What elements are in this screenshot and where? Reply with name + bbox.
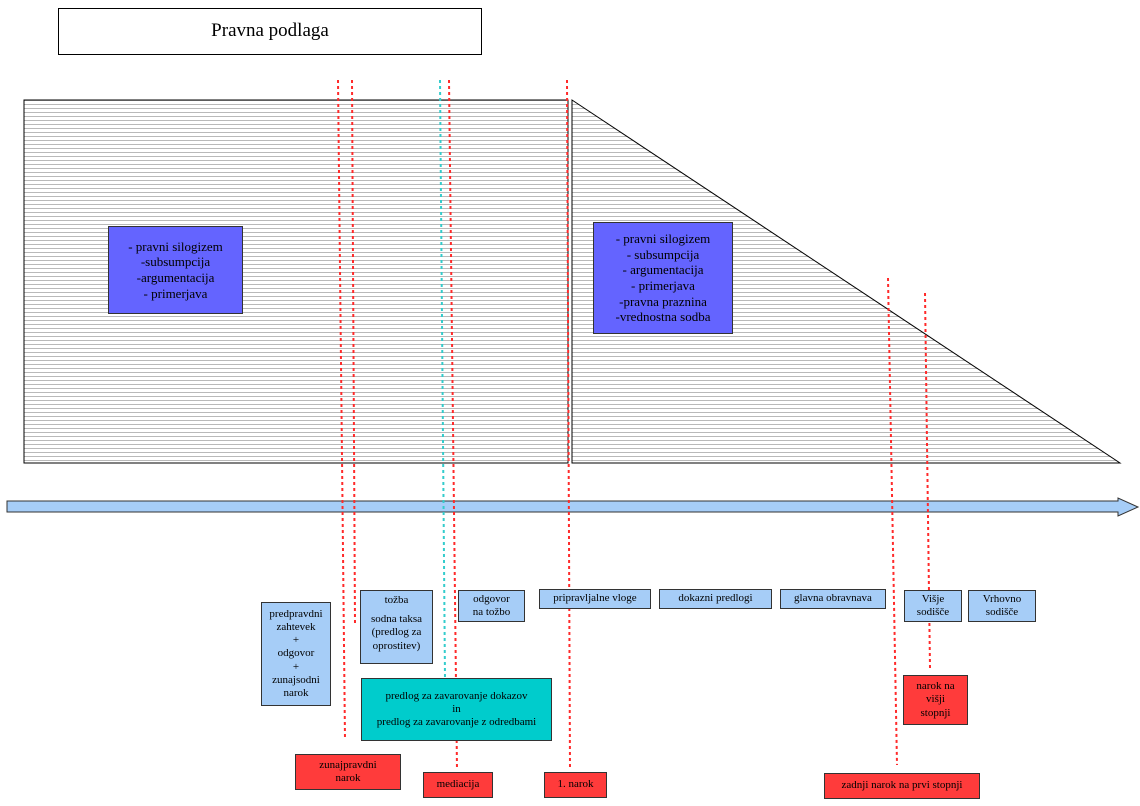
stage-line: predpravdni [269,607,323,620]
stage-line: na tožbo [472,606,511,618]
marker-line-zunajpravdni [337,79,346,741]
stage-line: Vrhovno [982,592,1022,605]
hearing-prvi-narok-box: 1. narok [544,772,607,798]
hearing-line: narok na [916,680,955,693]
stage-line: sodna taksa [370,613,422,626]
stage-line: sodišče [985,606,1019,618]
marker-line-tozba [351,79,356,626]
method-line: -pravna praznina [619,293,707,309]
interim-measures-box: predlog za zavarovanje dokazov in predlo… [361,678,552,741]
stage-vrhovno-box: Vrhovno sodišče [968,590,1036,622]
stage-line: tožba [384,594,409,606]
stage-odgovor-box: odgovor na tožbo [458,590,525,622]
hearing-visji-box: narok na višji stopnji [903,675,968,725]
stage-line: oprostitev) [372,639,421,652]
hearing-line: 1. narok [557,778,594,791]
method-line: - pravni silogizem [128,238,223,254]
legal-basis-rectangle [23,99,569,464]
stage-visje-box: Višje sodišče [904,590,962,622]
method-line: - primerjava [143,285,208,301]
stage-predpravdni-box: predpravdni zahtevek + odgovor + zunajso… [261,602,331,706]
hearing-zadnji-box: zadnji narok na prvi stopnji [824,773,980,799]
title-text: Pravna podlaga [211,20,329,42]
method-line: -argumentacija [136,270,215,285]
legal-basis-triangle [571,99,1122,464]
hearing-line: mediacija [436,778,480,791]
stage-line: odgovor [473,592,510,605]
hearing-line: stopnji [920,706,951,719]
method-line: -subsumpcija [140,254,211,270]
marker-line-prvi-narok [566,79,571,771]
method-line: - primerjava [631,278,695,293]
hearing-line: višji [926,693,945,706]
stage-line: dokazni predlogi [678,592,753,605]
stage-line: + [292,634,300,647]
stage-line: zahtevek [276,621,316,634]
title-box: Pravna podlaga [58,8,482,55]
stage-line: narok [283,686,309,699]
timeline-arrow [6,497,1140,517]
interim-line: predlog za zavarovanje z odredbami [376,716,537,729]
stage-pripravljalne-box: pripravljalne vloge [539,589,651,609]
stage-line: + [292,660,300,673]
method-line: - argumentacija [622,262,704,278]
method-line: - subsumpcija [626,246,700,262]
stage-line: Višje [921,592,945,605]
interim-line: in [452,702,461,715]
method-line: -vrednostna sodba [615,309,711,325]
hearing-line: zunajpravdni [319,758,377,771]
left-method-box: - pravni silogizem -subsumpcija -argumen… [108,226,243,314]
stage-tozba-box: tožba sodna taksa (predlog za oprostitev… [360,590,433,664]
stage-line: (predlog za [371,626,422,639]
right-method-box: - pravni silogizem - subsumpcija - argum… [593,222,733,334]
marker-line-interim [439,79,446,681]
hearing-zunajpravdni-box: zunajpravdni narok [295,754,401,790]
stage-line: sodišče [916,606,950,618]
marker-line-mediacija [448,79,458,771]
stage-line: zunajsodni [272,673,320,686]
stage-line: odgovor [277,647,315,660]
hearing-line: narok [335,772,361,784]
stage-dokazni-box: dokazni predlogi [659,589,772,609]
stage-line: glavna obravnava [794,592,872,605]
method-line: - pravni silogizem [615,231,711,247]
stage-line: pripravljalne vloge [553,592,637,605]
stage-glavna-box: glavna obravnava [780,589,886,609]
hearing-mediacija-box: mediacija [423,772,493,798]
interim-line: predlog za zavarovanje dokazov [385,689,528,702]
hearing-line: zadnji narok na prvi stopnji [841,779,963,792]
